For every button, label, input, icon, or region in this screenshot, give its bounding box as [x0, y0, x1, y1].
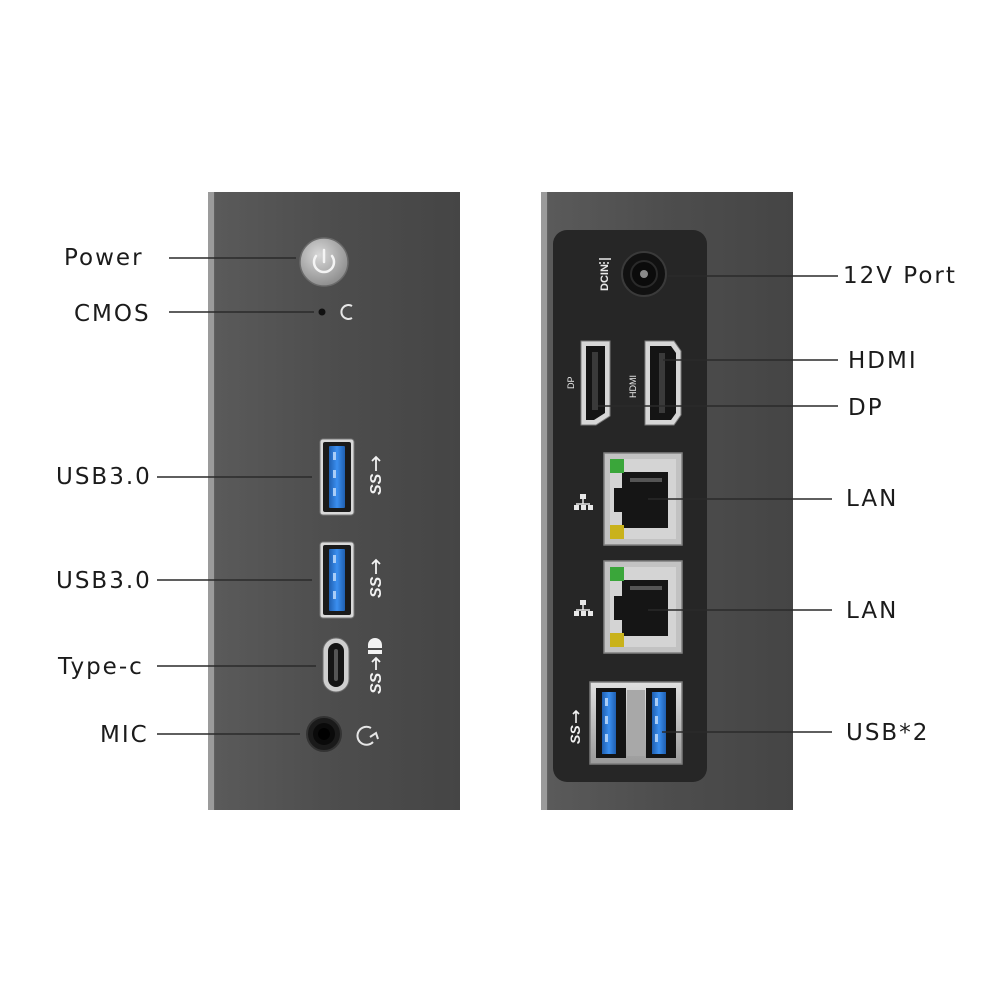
svg-text:DP: DP [566, 376, 576, 389]
mic-jack[interactable] [306, 716, 342, 752]
type-c-logo: SS [368, 638, 385, 694]
lan-link-led-top [610, 459, 624, 473]
front-chassis-edge [208, 192, 214, 810]
dc-in-icon [599, 258, 611, 264]
label-hdmi: HDMI [848, 348, 918, 374]
leader-lines [157, 257, 838, 735]
label-lan-top: LAN [846, 486, 899, 512]
svg-text:SS: SS [567, 725, 583, 744]
lan-activity-led-top [610, 525, 624, 539]
power-icon [312, 248, 336, 274]
lan-port-bottom[interactable] [603, 560, 683, 654]
lan-activity-led-bottom [610, 633, 624, 647]
label-mic: MIC [100, 722, 149, 748]
svg-text:DCIN: DCIN [599, 264, 611, 291]
label-lan-bottom: LAN [846, 598, 899, 624]
cmos-icon [340, 304, 353, 320]
label-12v-port: 12V Port [843, 263, 957, 289]
svg-text:SS: SS [368, 576, 385, 598]
dc-power-jack[interactable] [621, 251, 667, 297]
usb-dual-port[interactable] [589, 681, 683, 765]
label-type-c: Type-c [58, 654, 144, 680]
label-dp: DP [848, 395, 884, 421]
dp-port[interactable] [580, 340, 611, 426]
usb-logo-rear: SS [567, 709, 583, 744]
type-c-port[interactable] [322, 637, 350, 693]
dp-port-label: DP [566, 376, 576, 389]
usb3-port-top[interactable] [319, 438, 355, 516]
displayport-icon [368, 638, 382, 654]
rear-chassis-edge [541, 192, 547, 810]
usb3-logo-top: SS [368, 455, 385, 495]
label-power: Power [64, 245, 144, 271]
svg-text:SS: SS [368, 672, 385, 694]
hdmi-port[interactable] [644, 340, 682, 426]
label-usb-pair: USB*2 [846, 720, 930, 746]
lan-link-led-bottom [610, 567, 624, 581]
dc-in-label: DCIN [599, 264, 611, 291]
hdmi-port-label: HDMI [628, 375, 638, 398]
label-usb3-top: USB3.0 [56, 464, 152, 490]
headset-icon [356, 725, 379, 746]
power-button[interactable] [299, 237, 349, 287]
label-cmos: CMOS [74, 301, 151, 327]
svg-text:SS: SS [368, 473, 385, 495]
network-icon-top [574, 494, 593, 510]
usb3-port-bottom[interactable] [319, 541, 355, 619]
network-icon-bottom [574, 600, 593, 616]
svg-text:HDMI: HDMI [628, 375, 638, 398]
cmos-reset-pinhole[interactable] [318, 308, 326, 316]
rear-panel: DCIN DP HDMI [541, 192, 793, 810]
front-panel: SS SS SS [208, 192, 460, 810]
label-usb3-bottom: USB3.0 [56, 568, 152, 594]
usb3-logo-bottom: SS [368, 558, 385, 598]
